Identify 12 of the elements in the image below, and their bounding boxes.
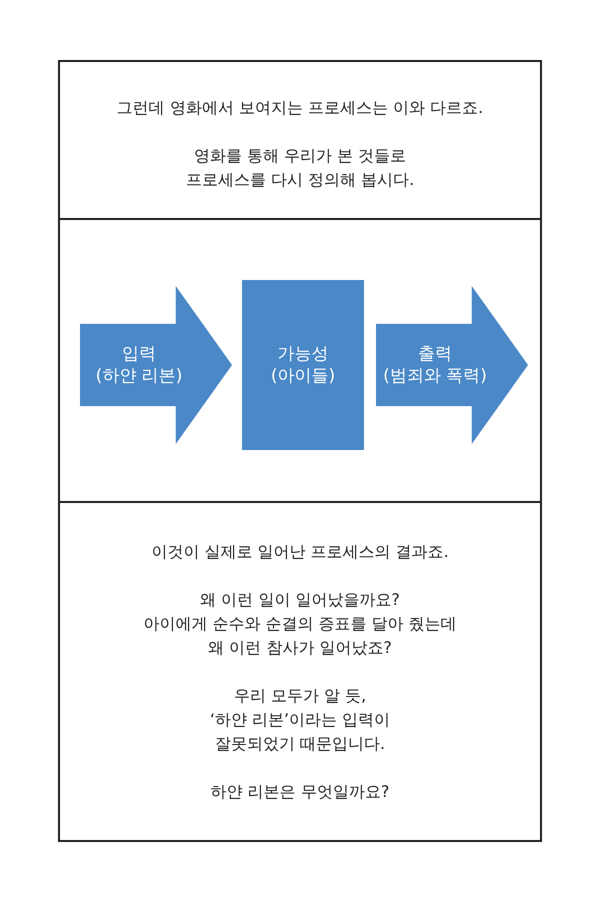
shape-label: 입력 (하얀 리본)	[94, 343, 184, 387]
narration-text: 그런데 영화에서 보여지는 프로세스는 이와 다르죠.	[116, 97, 484, 119]
narration-text: 왜 이런 일이 일어났을까요? 아이에게 순수와 순결의 증표를 달아 줬는데 왜 이런 참사가 일어났죠?	[143, 589, 457, 659]
block-arrow	[80, 286, 232, 444]
shape-label: 가능성 (아이들)	[270, 343, 336, 387]
process-box	[242, 280, 364, 450]
narration-text: 하얀 리본은 무엇일까요?	[210, 781, 390, 803]
shape-label: 출력 (범죄와 폭력)	[382, 343, 488, 387]
narration-text: 이것이 실제로 일어난 프로세스의 결과죠.	[151, 541, 449, 563]
narration-text: 우리 모두가 알 듯, ‘하얀 리본’이라는 입력이 잘못되었기 때문입니다.	[210, 685, 390, 755]
block-arrow	[376, 286, 528, 444]
narration-text: 영화를 통해 우리가 본 것들로 프로세스를 다시 정의해 봅시다.	[186, 145, 414, 191]
